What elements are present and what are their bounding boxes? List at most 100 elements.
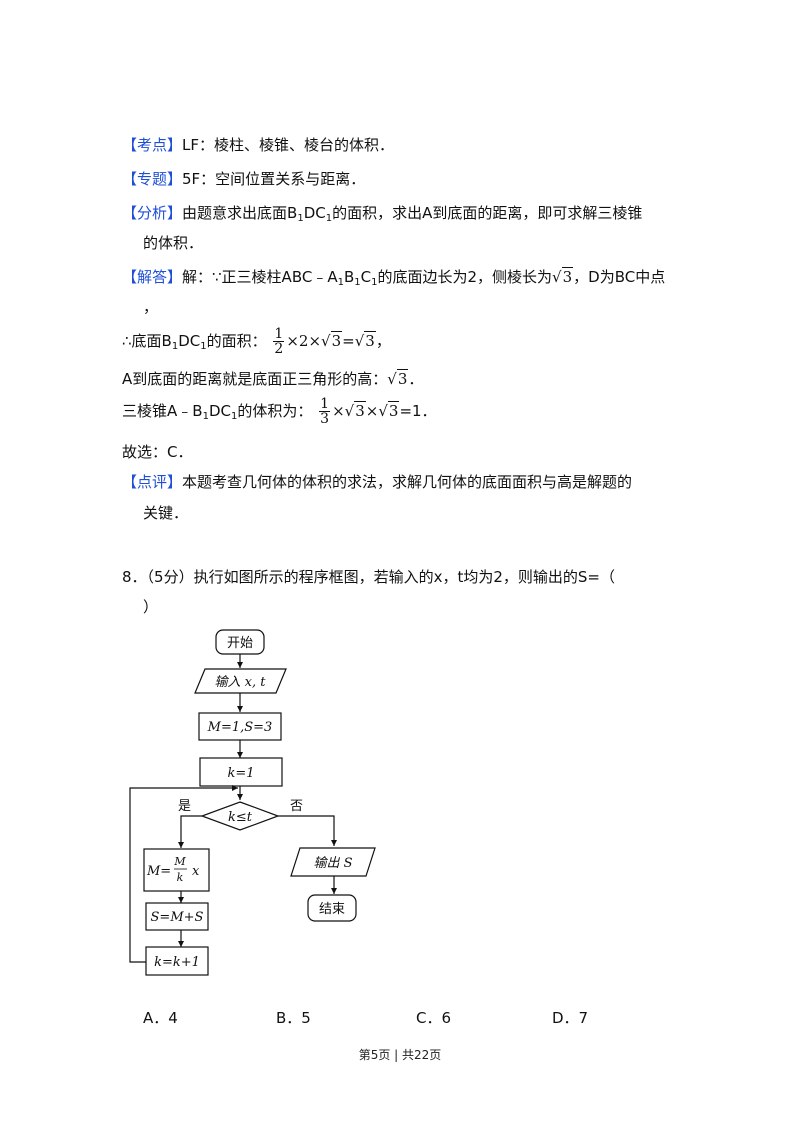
fraction-denominator: 2 (274, 341, 284, 357)
subscript: 1 (337, 277, 344, 288)
assign-m-box (143, 848, 210, 892)
sqrt-symbol: √3 (387, 369, 409, 388)
yes-label: 是 (178, 799, 191, 814)
fenxi-tag: 【分析】 (122, 204, 183, 222)
assign-m-left: M= (146, 864, 171, 879)
fenxi-text: 由题意求出底面B (182, 204, 298, 222)
math-operator: × (332, 402, 345, 420)
step1-text: DC (178, 332, 201, 350)
kaodian-text: LF：棱柱、棱锥、棱台的体积． (182, 136, 395, 154)
step2-text: ． (408, 370, 424, 388)
output-label: 输出 S (313, 856, 352, 871)
subscript: 1 (171, 341, 179, 352)
zhuanti-text: 5F：空间位置关系与距离． (182, 170, 366, 188)
subscript: 1 (325, 213, 333, 224)
step3-text: =1． (399, 402, 437, 420)
radicand: 3 (354, 401, 366, 420)
jieda-text: ，D为BC中点 (573, 268, 666, 286)
radicand: 3 (364, 331, 376, 350)
assign-s-box (145, 902, 209, 931)
sqrt-symbol: √3 (552, 267, 574, 286)
step1-text: ∴底面B (122, 332, 172, 350)
math-operator: = (342, 332, 355, 350)
init-k-box (199, 757, 283, 787)
sqrt-symbol: √3 (321, 331, 343, 350)
page-footer: 第5页 | 共22页 (358, 1048, 442, 1062)
step3-text: 的体积为： (237, 402, 313, 420)
fenxi-text: 的面积，求出A到底面的距离，即可求解三棱锥 (332, 204, 643, 222)
jieda-text: 的底面边长为2，侧棱长为 (377, 268, 553, 286)
jieda-text: C (360, 268, 372, 286)
dianping-line2: 关键． (143, 504, 189, 522)
step2-text: A到底面的距离就是底面正三角形的高： (122, 370, 388, 388)
subscript: 1 (354, 277, 361, 288)
question-line: 8．（5分）执行如图所示的程序框图，若输入的x，t均为2，则输出的S=（ (122, 568, 615, 586)
jieda-line: 【解答】解：∵正三棱柱ABC﹣A1B1C1的底面边长为2，侧棱长为√3，D为BC… (122, 266, 665, 288)
step1-text: 的面积： (206, 332, 267, 350)
choice-b: B．5 (276, 1009, 311, 1027)
radicand: 3 (330, 331, 343, 350)
choice-a: A．4 (143, 1009, 178, 1027)
input-parallelogram (194, 668, 287, 694)
assign-s-label: S=M+S (151, 910, 204, 925)
fenxi-text: DC (303, 204, 326, 222)
subscript: 1 (200, 341, 207, 352)
assign-m-denominator: k (177, 871, 184, 884)
init-label: M=1,S=3 (207, 720, 273, 735)
jieda-line2: ， (143, 298, 159, 316)
output-parallelogram (290, 847, 376, 877)
step2-line: A到底面的距离就是底面正三角形的高：√3． (122, 368, 423, 389)
subscript: 1 (371, 277, 378, 288)
guxuan-line: 故选：C． (122, 443, 193, 461)
init-k-label: k=1 (227, 766, 254, 781)
assign-m-right: x (192, 864, 200, 879)
condition-label: k≤t (228, 810, 253, 825)
choice-d: D．7 (552, 1009, 589, 1027)
fraction-numerator: 1 (319, 396, 331, 412)
step3-text: 三棱锥A﹣B (122, 402, 203, 420)
start-label: 开始 (227, 636, 253, 651)
subscript: 1 (297, 213, 304, 224)
sqrt-symbol: √3 (378, 401, 400, 420)
no-label: 否 (290, 799, 303, 814)
kaodian-line: 【考点】LF：棱柱、棱锥、棱台的体积． (122, 134, 394, 155)
kaodian-tag: 【考点】 (122, 136, 183, 154)
sqrt-symbol: √3 (344, 401, 366, 420)
fraction-denominator: 3 (320, 411, 330, 427)
math-operator: ×2× (286, 332, 322, 350)
dianping-line: 【点评】本题考查几何体的体积的求法，求解几何体的底面面积与高是解题的 (122, 471, 632, 492)
fraction-numerator: 1 (273, 326, 285, 342)
choice-c: C．6 (416, 1009, 452, 1027)
step3-text: DC (208, 402, 231, 420)
radicand: 3 (396, 369, 409, 388)
radicand: 3 (387, 401, 400, 420)
dianping-tag: 【点评】 (122, 473, 183, 491)
sqrt-symbol: √3 (354, 331, 376, 350)
assign-m-numerator: M (173, 855, 186, 868)
dianping-text: 本题考查几何体的体积的求法，求解几何体的底面面积与高是解题的 (182, 473, 633, 491)
increment-box (145, 946, 209, 976)
end-label: 结束 (319, 902, 345, 917)
end-terminal (307, 894, 357, 922)
fenxi-line: 【分析】由题意求出底面B1DC1的面积，求出A到底面的距离，即可求解三棱锥 (122, 202, 642, 224)
increment-label: k=k+1 (154, 955, 200, 970)
step1-text: ， (375, 332, 391, 350)
zhuanti-tag: 【专题】 (122, 170, 183, 188)
jieda-text: 解：∵正三棱柱ABC﹣A (182, 268, 338, 286)
jieda-text: B (343, 268, 355, 286)
subscript: 1 (230, 411, 238, 422)
condition-diamond (200, 801, 280, 831)
jieda-tag: 【解答】 (122, 268, 183, 286)
math-operator: × (365, 402, 379, 420)
question-line2: ） (143, 598, 159, 616)
subscript: 1 (202, 411, 209, 422)
input-label: 输入 x, t (215, 675, 267, 690)
fenxi-line2: 的体积． (143, 234, 204, 252)
radicand: 3 (561, 267, 574, 286)
zhuanti-line: 【专题】5F：空间位置关系与距离． (122, 168, 365, 189)
